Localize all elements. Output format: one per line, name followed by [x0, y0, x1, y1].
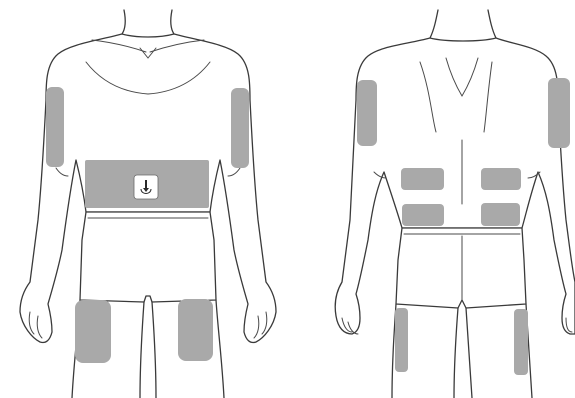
front-thigh-right-zone [178, 299, 213, 361]
back-shorts [396, 228, 526, 308]
front-shorts [80, 212, 216, 302]
back-thigh-right-zone [514, 309, 528, 375]
back-upper-arm-left-zone [357, 80, 377, 146]
front-upper-arm-left-zone [46, 87, 64, 167]
back-lower-back-lower-right-zone [481, 203, 520, 226]
back-lower-back-upper-left-zone [401, 168, 444, 190]
back-view [335, 10, 575, 398]
back-upper-arm-right-zone [548, 78, 570, 148]
back-lower-back-upper-right-zone [481, 168, 521, 190]
front-view [20, 10, 276, 398]
front-thigh-left-zone [75, 300, 111, 363]
front-upper-arm-right-zone [231, 88, 249, 168]
back-lower-back-lower-left-zone [402, 204, 444, 226]
infusion-pod-icon [134, 175, 158, 199]
back-thigh-left-zone [395, 308, 408, 372]
